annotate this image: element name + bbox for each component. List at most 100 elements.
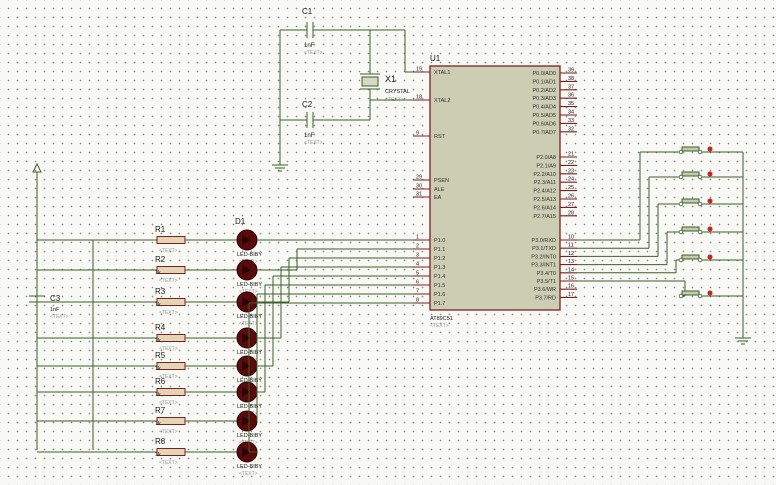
button-rail bbox=[735, 152, 751, 345]
led-diode-symbol bbox=[242, 297, 251, 307]
button-state-dot bbox=[707, 254, 713, 260]
led-value: LED-BIBY bbox=[237, 433, 262, 439]
mcu-pin-number: 22 bbox=[568, 160, 574, 166]
led-diode-symbol bbox=[242, 416, 251, 426]
mcu-pin-name: P2.7/A15 bbox=[533, 214, 556, 220]
mcu-pin-number: 33 bbox=[568, 118, 574, 124]
resistor-body bbox=[156, 417, 186, 425]
button-contact bbox=[678, 293, 684, 299]
button-contact bbox=[697, 201, 703, 207]
mcu-pin-name: P1.3 bbox=[434, 265, 445, 271]
led-value: LED-BIBY bbox=[237, 464, 262, 470]
resistor-text-placeholder: <TEXT> bbox=[159, 278, 178, 284]
mcu-pin-number: 5 bbox=[416, 271, 419, 277]
mcu-pin-number: 17 bbox=[568, 292, 574, 298]
mcu-pin-number: 2 bbox=[416, 244, 419, 250]
mcu-pin-number: 7 bbox=[416, 289, 419, 295]
button-contact bbox=[678, 257, 684, 263]
button-channels bbox=[577, 146, 743, 299]
led-diode-symbol bbox=[242, 333, 251, 343]
resistor-value: 1k bbox=[155, 302, 161, 308]
mcu-right-pins: 39P0.0/AD038P0.1/AD137P0.2/AD236P0.3/AD3… bbox=[531, 68, 577, 301]
button-state-dot bbox=[707, 226, 713, 232]
mcu-pin-name: P1.0 bbox=[434, 238, 445, 244]
led-text-placeholder: <TEXT> bbox=[239, 471, 258, 477]
mcu-pin-number: 27 bbox=[568, 202, 574, 208]
button-cap bbox=[681, 290, 700, 296]
mcu-pin-name: P0.2/AD2 bbox=[532, 88, 556, 94]
mcu-pin-number: 6 bbox=[416, 280, 419, 286]
mcu-pin-number: 23 bbox=[568, 168, 574, 174]
oscillator-section: C1 1nF <TEXT> C2 1nF <TEXT> X1 CRYSTAL <… bbox=[272, 7, 430, 172]
mcu-pin-name: P3.4/T0 bbox=[537, 271, 556, 277]
mcu-left-pins: 19XTAL118XTAL29RST29PSEN30ALE31EA1P1.02P… bbox=[413, 67, 450, 307]
resistor-value: 1k bbox=[155, 338, 161, 344]
resistor-text-placeholder: <TEXT> bbox=[159, 429, 178, 435]
led-diode-symbol bbox=[242, 387, 251, 397]
mcu-pin-number: 21 bbox=[568, 152, 574, 158]
resistor-value: 1k bbox=[155, 421, 161, 427]
c1-value: 1nF bbox=[304, 43, 315, 49]
mcu-pin-number: 30 bbox=[416, 184, 422, 190]
led-diode-symbol bbox=[242, 235, 251, 245]
mcu-pin-name: P2.5/A13 bbox=[533, 197, 556, 203]
mcu-pin-number: 1 bbox=[416, 235, 419, 241]
led-diode-symbol bbox=[242, 265, 251, 275]
mcu-pin-name: P0.3/AD3 bbox=[532, 96, 556, 102]
led-diode-symbol bbox=[242, 447, 251, 457]
resistor-value: 1k bbox=[155, 270, 161, 276]
led-value: LED-BIBY bbox=[237, 252, 262, 258]
mcu-pin-name: P2.4/A12 bbox=[533, 189, 556, 195]
led-value: LED-BIBY bbox=[237, 404, 262, 410]
mcu-pin-number: 11 bbox=[568, 243, 574, 249]
mcu-pin-name: P2.3/A11 bbox=[534, 180, 556, 186]
mcu-pin-name: PSEN bbox=[434, 178, 449, 184]
mcu-part: AT89C51 bbox=[430, 316, 453, 322]
button-cap bbox=[681, 226, 700, 232]
mcu-pin-name: P1.7 bbox=[434, 301, 445, 307]
mcu-text-placeholder: <TEXT> bbox=[430, 323, 449, 329]
mcu-pin-name: P0.5/AD5 bbox=[532, 113, 556, 119]
resistor-body bbox=[156, 448, 186, 456]
crystal-label: X1 bbox=[385, 74, 396, 84]
mcu-pin-name: P3.2/INT0 bbox=[531, 254, 556, 260]
c1-label: C1 bbox=[302, 7, 313, 16]
mcu-pin-name: P1.6 bbox=[434, 292, 445, 298]
mcu-pin-number: 14 bbox=[568, 267, 574, 273]
mcu-pin-number: 32 bbox=[568, 126, 574, 132]
button-state-dot bbox=[707, 146, 713, 152]
mcu-pin-number: 18 bbox=[416, 95, 422, 101]
mcu-pin-name: ALE bbox=[434, 187, 445, 193]
resistor-body bbox=[156, 388, 186, 396]
mcu-body bbox=[429, 65, 561, 311]
mcu-pin-number: 16 bbox=[568, 284, 574, 290]
mcu-pin-number: 34 bbox=[568, 110, 574, 116]
mcu-u1: U1 AT89C51 <TEXT> 19XTAL118XTAL29RST29PS… bbox=[413, 54, 577, 329]
resistor-label: R6 bbox=[155, 377, 166, 386]
resistor-label: R2 bbox=[155, 255, 166, 264]
mcu-pin-name: RST bbox=[434, 134, 446, 140]
mcu-pin-name: P0.1/AD1 bbox=[532, 79, 556, 85]
button-contact bbox=[678, 174, 684, 180]
resistor-text-placeholder: <TEXT> bbox=[159, 310, 178, 316]
mcu-pin-name: P3.5/T1 bbox=[537, 279, 556, 285]
button-state-dot bbox=[707, 290, 713, 296]
button-contact bbox=[697, 174, 703, 180]
c2-text-placeholder: <TEXT> bbox=[304, 140, 323, 146]
button-state-dot bbox=[707, 171, 713, 177]
button-cap bbox=[681, 198, 700, 204]
button-contact bbox=[697, 257, 703, 263]
mcu-pin-number: 29 bbox=[416, 175, 422, 181]
mcu-pin-number: 24 bbox=[568, 177, 574, 183]
led-value: LED-BIBY bbox=[237, 282, 262, 288]
led-value: LED-BIBY bbox=[237, 350, 262, 356]
mcu-pin-name: P0.7/AD7 bbox=[532, 130, 556, 136]
mcu-pin-number: 9 bbox=[416, 131, 419, 137]
button-cap bbox=[681, 146, 700, 152]
resistor-body bbox=[156, 334, 186, 342]
mcu-pin-name: EA bbox=[434, 195, 442, 201]
mcu-pin-name: P3.1/TXD bbox=[532, 246, 556, 252]
resistor-text-placeholder: <TEXT> bbox=[159, 248, 178, 254]
mcu-pin-number: 3 bbox=[416, 253, 419, 259]
